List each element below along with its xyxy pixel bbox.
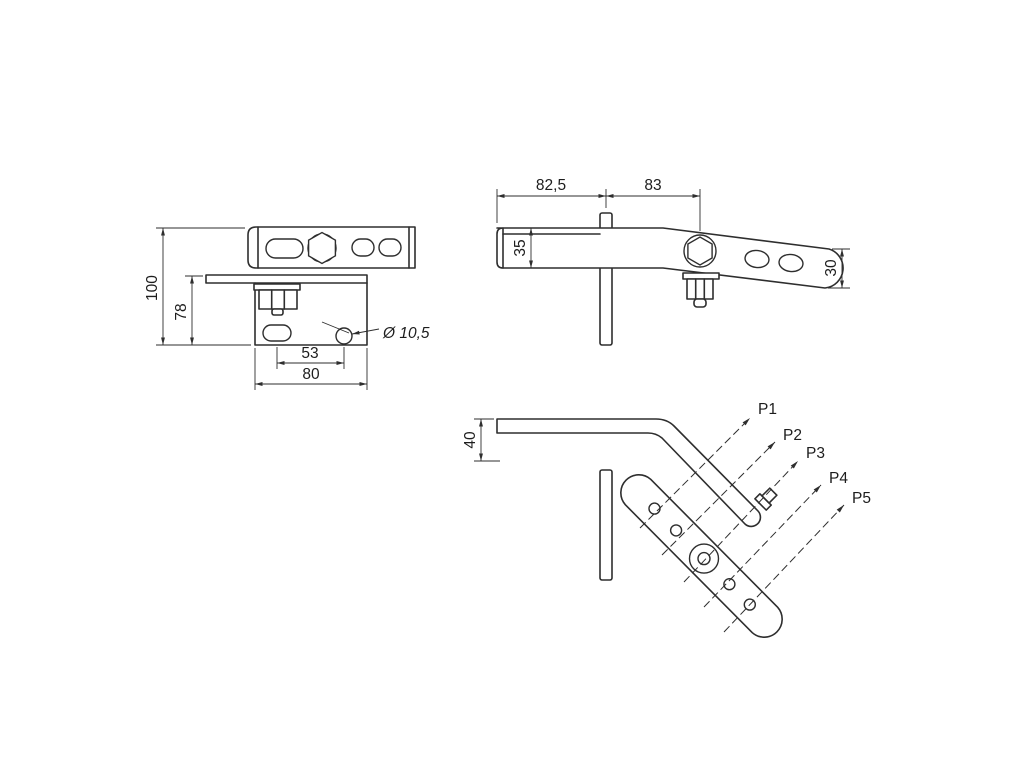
- left-span-dimension: 82,5: [536, 177, 566, 194]
- plate-width-dimension: 80: [302, 366, 320, 383]
- hole-spacing-dimension: 53: [301, 345, 318, 362]
- position-line-p3: [683, 460, 799, 583]
- washer: [253, 283, 301, 291]
- position-view: P1 P2 P3 P4 P5 40: [462, 401, 871, 638]
- right-span-dimension: 83: [644, 177, 661, 194]
- channel-height-dimension: 35: [512, 239, 529, 256]
- clamp-bolt-head: [761, 487, 778, 504]
- leader-tail: [321, 321, 350, 334]
- front-view: 100 78 53 80 Ø 10,5: [144, 226, 430, 390]
- position-view-dimensions: 40: [462, 418, 500, 462]
- pivot-bolt-hex: [307, 231, 337, 265]
- position-label-p5: P5: [852, 490, 871, 507]
- lock-nut-side: [682, 272, 720, 308]
- stud-tip: [271, 308, 284, 316]
- hole-diameter-leader: [351, 328, 380, 335]
- position-label-p2: P2: [783, 427, 802, 444]
- nut-body: [258, 289, 298, 310]
- position-lines: P1 P2 P3 P4 P5: [639, 401, 871, 633]
- side-view-dimensions: 82,5 83 35 30: [496, 177, 850, 289]
- mounting-plate-front: [254, 282, 368, 346]
- total-height-dimension: 100: [144, 275, 161, 301]
- clamp-bolt: [754, 487, 778, 511]
- position-label-p4: P4: [829, 470, 848, 487]
- nut-body: [686, 278, 714, 300]
- plate-slot-hole: [262, 324, 292, 342]
- channel-hole-3: [723, 578, 736, 591]
- channel-hole-1: [648, 502, 661, 515]
- stud-tip: [693, 298, 707, 308]
- slot-hole-right-2: [378, 238, 402, 257]
- slot-hole-right-1: [351, 238, 375, 257]
- position-line-p2: [661, 441, 776, 556]
- end-height-dimension: 30: [823, 259, 840, 277]
- mounting-plate-position-view: [599, 469, 613, 581]
- lock-nut-front: [253, 283, 301, 316]
- flange-plate-edge: [205, 274, 368, 284]
- position-line-p5: [723, 504, 845, 633]
- position-label-p3: P3: [806, 445, 825, 462]
- position-line-p4: [703, 484, 822, 608]
- plate-height-dimension: 78: [173, 303, 190, 320]
- pivot-bolt-hex-side: [687, 236, 713, 266]
- hole-diameter-note: Ø 10,5: [382, 325, 430, 342]
- washer: [682, 272, 720, 280]
- position-label-p1: P1: [758, 401, 777, 418]
- channel-hole-2: [669, 524, 683, 537]
- front-view-dimensions: 100 78 53 80 Ø 10,5: [144, 227, 430, 390]
- bent-arm: [496, 418, 762, 528]
- pivot-hole: [697, 551, 711, 566]
- plate-round-hole: [335, 327, 353, 345]
- arm-drop-dimension: 40: [462, 431, 479, 449]
- slot-hole-left: [265, 238, 304, 259]
- position-line-p1: [639, 417, 751, 529]
- adjust-slot-2: [778, 253, 804, 273]
- adjust-slot-1: [744, 249, 770, 269]
- side-view: 82,5 83 35 30: [496, 177, 850, 346]
